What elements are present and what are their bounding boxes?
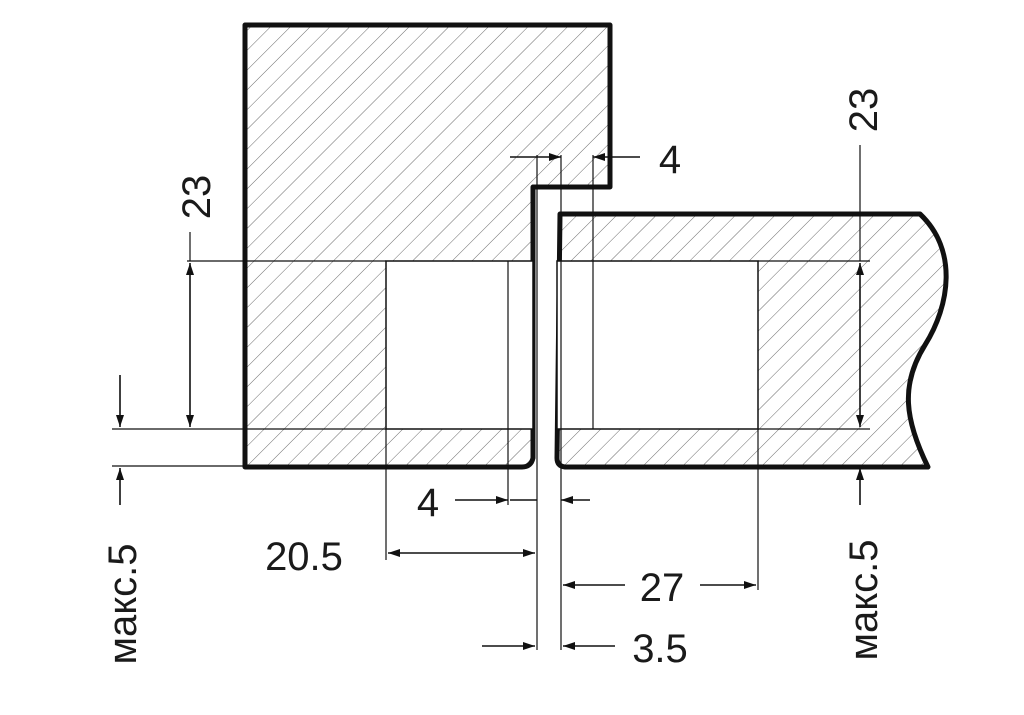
left-hinge-cup-cutout: [385, 260, 534, 430]
label-depth-left: 23: [175, 175, 219, 220]
right-hinge-plate-cutout: [556, 260, 759, 430]
label-distance-right: 27: [640, 566, 685, 610]
label-offset-top: 4: [659, 138, 681, 182]
label-max-left: макс.5: [101, 543, 145, 664]
label-distance-left: 20.5: [265, 535, 343, 579]
label-max-right: макс.5: [842, 539, 886, 660]
label-gap: 3.5: [632, 627, 688, 671]
label-depth-right: 23: [842, 88, 886, 133]
label-offset-bottom: 4: [417, 481, 439, 525]
